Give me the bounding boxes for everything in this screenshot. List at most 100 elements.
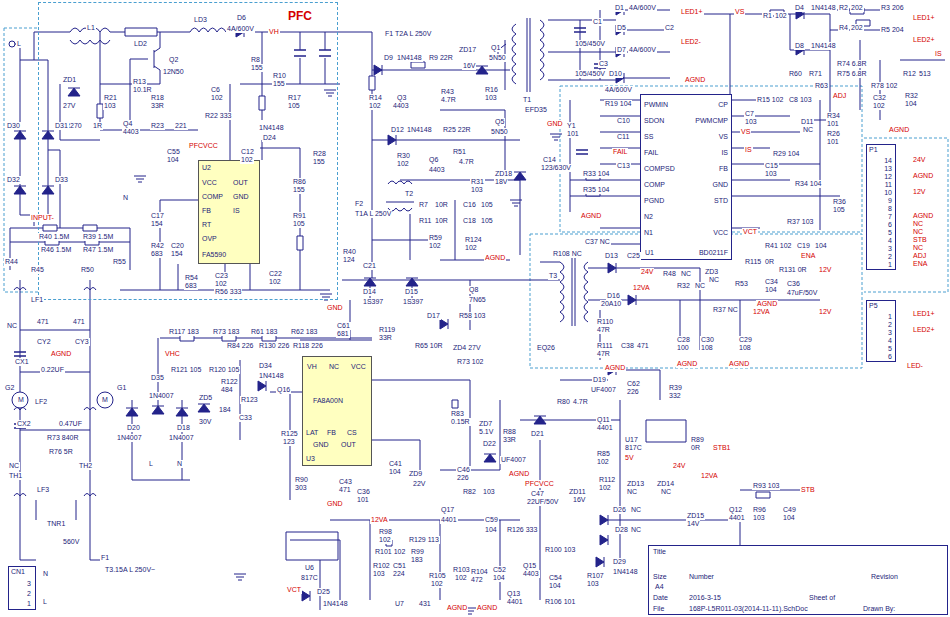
net-label: 12V: [818, 308, 832, 316]
part-label: D22: [482, 440, 497, 448]
part-label: R76 5R: [48, 448, 74, 456]
part-label: 104: [782, 514, 796, 522]
part-label: C16: [462, 201, 477, 209]
part-label: 1N4148: [396, 54, 423, 62]
pin-label: N2: [644, 213, 653, 221]
part-label: C25: [626, 252, 641, 260]
part-label: C10: [616, 117, 631, 125]
net-label: FAIL: [612, 148, 628, 156]
pin-label: 12: [884, 173, 892, 181]
part-label: 14V: [686, 520, 700, 528]
part-label: 817C: [624, 444, 643, 452]
pin-label: GND: [233, 193, 249, 201]
part-label: 1N4007: [148, 392, 175, 400]
part-label: 10R: [434, 217, 449, 225]
pin-label: P5: [869, 302, 878, 310]
net-label: LED1+: [912, 310, 936, 318]
part-label: 4401: [728, 514, 746, 522]
part-label: R16: [484, 86, 499, 94]
net-label: STB1: [712, 444, 732, 452]
part-label: 101: [826, 120, 840, 128]
part-label: C29: [738, 336, 753, 344]
part-label: D16: [606, 292, 621, 300]
net-label: NC: [912, 244, 924, 252]
part-label: R98: [378, 528, 393, 536]
part-label: R17: [287, 94, 302, 102]
part-label: R110: [596, 318, 614, 326]
part-label: 431: [418, 600, 432, 608]
pin-label: 9: [888, 197, 892, 205]
part-label: C37 NC: [584, 238, 611, 246]
connector: P5123456: [866, 300, 896, 362]
pin-label: 11: [885, 181, 892, 189]
net-label: 12VA: [632, 284, 651, 292]
part-label: 102: [774, 12, 788, 20]
part-label: NC: [680, 270, 692, 278]
net-label: LED1+: [680, 8, 704, 16]
pin-label: FB: [327, 429, 336, 437]
part-label: R36: [832, 198, 847, 206]
part-label: C32: [872, 94, 887, 102]
pin-label: 3: [888, 245, 892, 253]
part-label: 513: [918, 70, 932, 78]
part-label: ZD3: [704, 268, 719, 276]
pin-label: FA5590: [202, 251, 226, 259]
part-label: D10: [608, 70, 623, 78]
part-label: 155: [250, 64, 264, 72]
part-label: R71: [808, 70, 823, 78]
net-label: STB: [912, 236, 928, 244]
part-label: 4.7R: [440, 96, 457, 104]
part-label: N: [42, 570, 49, 578]
part-label: R25 22R: [442, 126, 472, 134]
pfc-region: PFCU2FA5590VCCOUTCOMPGNDFBISRTOVP: [38, 2, 338, 300]
part-label: NC: [630, 526, 642, 534]
part-label: R122: [220, 378, 239, 386]
part-label: R9 22R: [428, 54, 454, 62]
part-label: N: [122, 194, 129, 202]
net-label: LED2+: [912, 36, 936, 44]
net-label: 5V: [624, 454, 635, 462]
title-cell: A4: [655, 583, 664, 591]
part-label: Q4: [122, 120, 133, 128]
part-label: C14: [542, 156, 557, 164]
part-label: 202: [850, 24, 864, 32]
part-label: 102: [240, 156, 254, 164]
part-label: D12: [390, 126, 405, 134]
part-label: 104: [388, 468, 402, 476]
part-label: 103: [764, 170, 778, 178]
part-label: R32: [904, 92, 919, 100]
pin-label: PWMIN: [644, 101, 668, 109]
part-label: R129 113: [408, 536, 440, 544]
part-label: 101: [826, 138, 840, 146]
part-label: 33R: [150, 102, 165, 110]
part-label: Q16: [276, 386, 291, 394]
part-label: T3.15A L 250V~: [104, 566, 156, 574]
wires: [10, 10, 945, 610]
pin-label: 14: [884, 157, 892, 165]
ferrite-bead: [125, 28, 157, 36]
part-label: 104: [484, 526, 498, 534]
pin-label: 1: [888, 261, 892, 269]
pin-label: GND: [712, 181, 728, 189]
part-label: 817C: [300, 574, 319, 582]
part-label: C51: [392, 562, 407, 570]
part-label: R59: [428, 234, 443, 242]
net-label: IS: [934, 50, 943, 58]
part-label: D6: [236, 14, 247, 22]
net-label: NC: [912, 220, 924, 228]
part-label: 103: [586, 580, 600, 588]
part-label: R91: [292, 212, 307, 220]
part-label: 0.15R: [450, 418, 471, 426]
net-label: INPUT-: [30, 214, 55, 222]
part-label: F1: [100, 554, 110, 562]
pin-label: FAIL: [644, 149, 658, 157]
pin-label: 4: [888, 337, 892, 345]
part-label: 154: [170, 250, 184, 258]
optocouplers: [286, 420, 686, 560]
part-label: 102: [368, 102, 382, 110]
part-label: 5.1V: [478, 428, 494, 436]
part-label: 102: [454, 574, 468, 582]
title-cell: Revision: [871, 573, 898, 581]
part-label: 183: [410, 556, 424, 564]
part-label: R18: [150, 94, 165, 102]
